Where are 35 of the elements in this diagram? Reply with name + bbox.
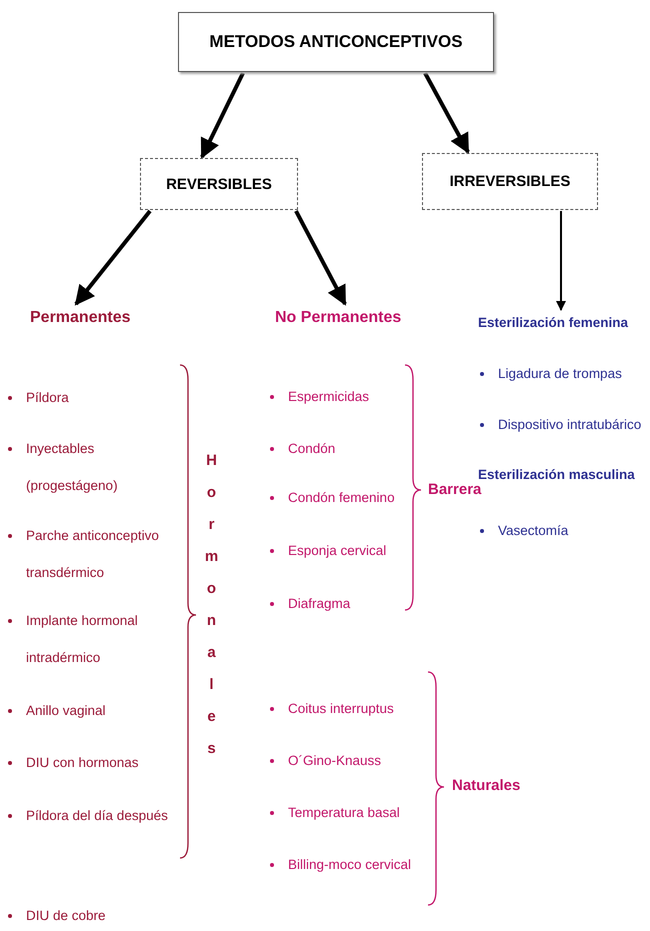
list-item-text: Esponja cervical bbox=[288, 542, 386, 560]
group-label: Barrera bbox=[428, 481, 482, 498]
arrow bbox=[200, 72, 245, 159]
arrow bbox=[294, 210, 347, 306]
list-item-text: Diafragma bbox=[288, 595, 350, 613]
list-item-text: DIU de cobre bbox=[26, 907, 106, 925]
list-item-text: Implante hormonal intradérmico bbox=[26, 612, 139, 667]
category-box: REVERSIBLES bbox=[140, 158, 298, 210]
list-item-text: Parche anticonceptivo transdérmico bbox=[26, 527, 160, 582]
list-item-text: Billing-moco cervical bbox=[288, 856, 412, 874]
list-item-text: Inyectables (progestágeno) bbox=[26, 440, 119, 495]
list-item-text: Temperatura basal bbox=[288, 804, 400, 822]
list-item-text: Condón femenino bbox=[288, 489, 395, 507]
list-item-text: Condón bbox=[288, 440, 336, 458]
category-heading: Esterilización masculina bbox=[478, 467, 635, 482]
list-item-text: DIU con hormonas bbox=[26, 754, 139, 772]
category-heading: Esterilización femenina bbox=[478, 311, 638, 333]
list-item-text: Ligadura de trompas bbox=[498, 365, 622, 383]
category-box: IRREVERSIBLES bbox=[422, 153, 598, 210]
list-item-text: Píldora del día después bbox=[26, 807, 168, 825]
list-item-text: Dispositivo intratubárico bbox=[498, 416, 642, 434]
list-item-text: Píldora bbox=[26, 389, 69, 407]
category-heading: Permanentes bbox=[30, 305, 150, 331]
arrow bbox=[423, 72, 470, 154]
group-label: Naturales bbox=[452, 777, 520, 794]
list-item-text: Espermicidas bbox=[288, 388, 370, 406]
list-item-text: Anillo vaginal bbox=[26, 702, 106, 720]
arrow bbox=[556, 211, 566, 311]
arrow bbox=[74, 210, 152, 306]
list-item-text: O´Gino-Knauss bbox=[288, 752, 382, 770]
category-heading: No Permanentes bbox=[275, 305, 415, 331]
title-box: METODOS ANTICONCEPTIVOS bbox=[178, 12, 494, 72]
list-item-text: Vasectomía bbox=[498, 522, 568, 540]
list-item-text: Coitus interruptus bbox=[288, 700, 394, 718]
group-label: Hormonales bbox=[203, 452, 220, 772]
